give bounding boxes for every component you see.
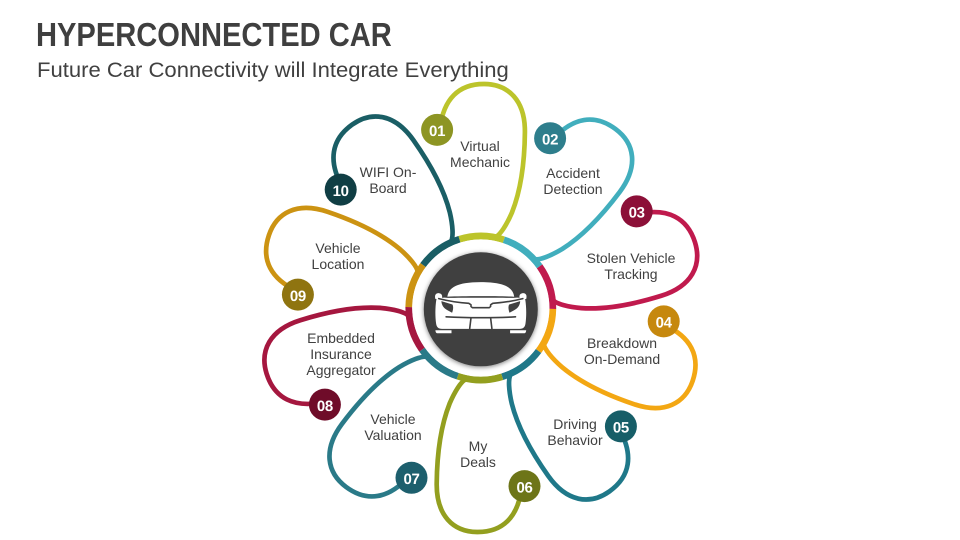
svg-text:02: 02 [542, 131, 558, 148]
svg-text:10: 10 [333, 183, 349, 200]
svg-text:01: 01 [429, 123, 445, 140]
svg-text:03: 03 [629, 205, 645, 222]
svg-text:08: 08 [317, 398, 333, 415]
svg-text:07: 07 [403, 471, 419, 488]
svg-text:04: 04 [656, 315, 673, 332]
svg-text:09: 09 [290, 288, 306, 305]
svg-text:06: 06 [516, 479, 532, 496]
svg-text:05: 05 [613, 420, 629, 437]
